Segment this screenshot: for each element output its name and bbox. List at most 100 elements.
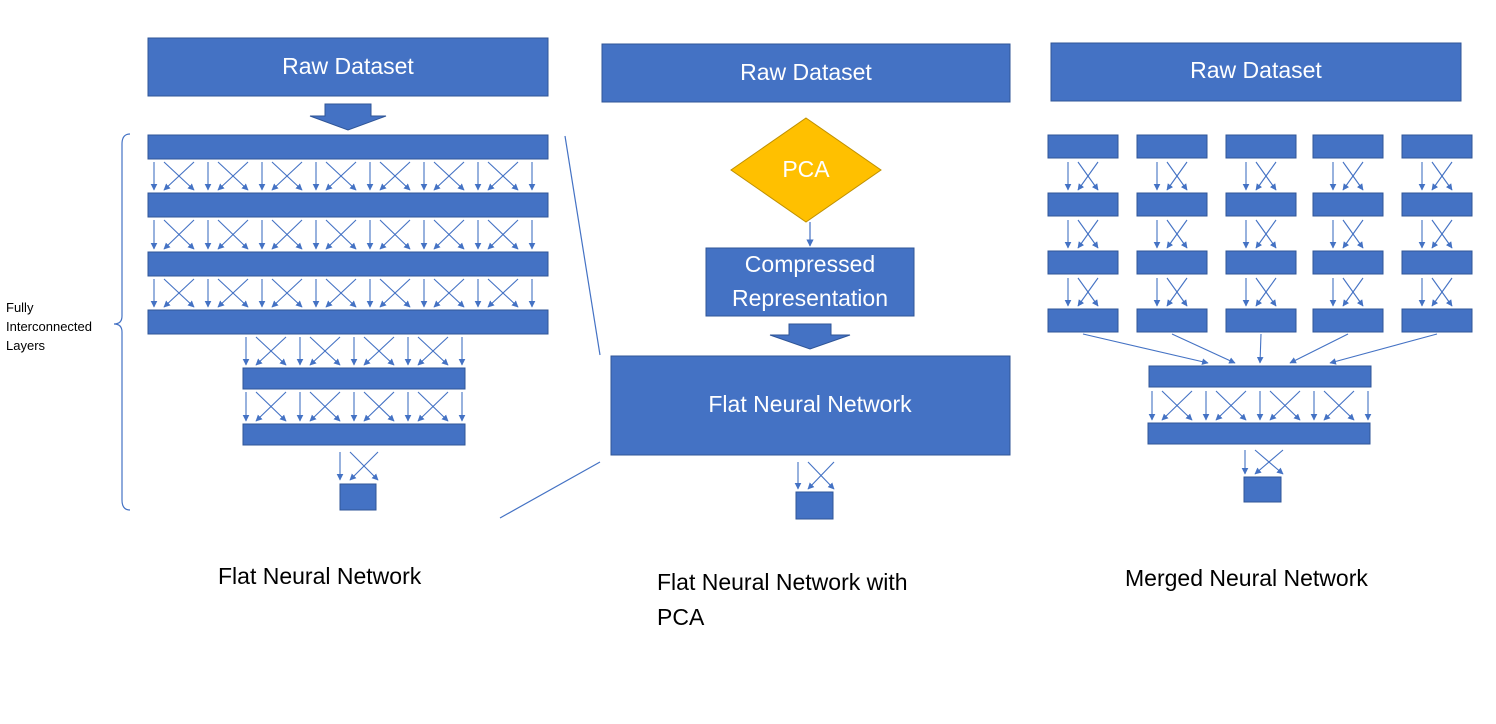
caption-pca-line-2: PCA (657, 604, 705, 630)
connection-arrow (349, 451, 379, 481)
connection-arrow (433, 161, 465, 191)
branch-layer (1047, 192, 1119, 217)
connection-arrow (309, 336, 341, 366)
connection-arrow (1342, 161, 1364, 191)
connection-arrow (807, 461, 835, 490)
pca-label: PCA (782, 156, 830, 182)
connection-arrow (1077, 161, 1099, 191)
branch-layer (1225, 192, 1297, 217)
branch-layer (1312, 308, 1384, 333)
connection-arrow (271, 161, 303, 191)
branch-layer (1047, 308, 1119, 333)
connection-arrow (255, 336, 287, 366)
connection-arrow (271, 278, 303, 308)
merged-network-layers (1047, 134, 1473, 503)
wide-layer (147, 192, 549, 218)
zoom-line-top (564, 135, 601, 356)
connection-arrow (363, 336, 395, 366)
connection-arrow (1342, 277, 1364, 307)
fully-connected-bracket (113, 133, 131, 511)
connection-arrow (1431, 277, 1453, 307)
output-node (1243, 476, 1282, 503)
connection-arrow (1431, 161, 1453, 191)
branch-layer (1312, 250, 1384, 275)
connection-arrow (417, 391, 449, 422)
raw-dataset-label: Raw Dataset (740, 59, 872, 85)
wide-layer (147, 134, 549, 160)
panel-merged-network: Raw Dataset Merged Neural Network (1047, 42, 1473, 591)
connection-arrow (325, 219, 357, 250)
compressed-label-line-2: Representation (732, 285, 888, 311)
connection-arrow (1215, 390, 1247, 421)
raw-dataset-label: Raw Dataset (282, 53, 414, 79)
connection-arrow (1342, 219, 1364, 249)
flat-neural-network-label: Flat Neural Network (708, 391, 912, 417)
connection-arrow (379, 278, 411, 308)
compressed-label-line-1: Compressed (745, 251, 875, 277)
branch-layer (1225, 134, 1297, 159)
branch-layer (1401, 308, 1473, 333)
connection-arrow (1161, 390, 1193, 421)
connection-arrow (1166, 161, 1188, 191)
flat-neural-network-box (610, 355, 1011, 456)
connection-arrow (417, 336, 449, 366)
down-block-arrow (309, 103, 387, 131)
connection-arrow (163, 219, 195, 250)
connection-arrow (379, 161, 411, 191)
side-label-line-2: Interconnected (6, 319, 92, 334)
caption-pca-line-1: Flat Neural Network with (657, 569, 908, 595)
wide-layer (147, 251, 549, 277)
merged-layer (1147, 422, 1371, 445)
branch-layer (1312, 192, 1384, 217)
connection-arrow (1254, 449, 1284, 475)
connection-arrow (1255, 161, 1277, 191)
raw-dataset-label: Raw Dataset (1190, 57, 1322, 83)
flat-network-layers (147, 134, 549, 511)
merged-layer (1148, 365, 1372, 388)
connection-arrow (1171, 333, 1236, 364)
connection-arrow (433, 278, 465, 308)
down-block-arrow (769, 323, 851, 350)
wide-layer (147, 309, 549, 335)
connection-arrow (309, 391, 341, 422)
branch-layer (1136, 134, 1208, 159)
connection-arrow (1166, 219, 1188, 249)
connection-arrow (1255, 219, 1277, 249)
narrow-layer (242, 423, 466, 446)
branch-layer (1136, 250, 1208, 275)
connection-arrow (487, 278, 519, 308)
connection-arrow (325, 278, 357, 308)
connection-arrow (163, 161, 195, 191)
panel-pca-network: Raw Dataset PCA Compressed Representatio… (601, 43, 1011, 630)
branch-layer (1047, 134, 1119, 159)
branch-layer (1225, 308, 1297, 333)
branch-layer (1225, 250, 1297, 275)
raw-dataset-box (601, 43, 1011, 103)
connection-arrow (1329, 333, 1438, 365)
connection-arrow (217, 278, 249, 308)
side-label-line-1: Fully (6, 300, 34, 315)
connection-arrow (163, 278, 195, 308)
connection-arrow (1077, 277, 1099, 307)
connection-arrow (487, 219, 519, 250)
raw-dataset-box (1050, 42, 1462, 102)
panel-flat-network: Raw Dataset Fully Interconnected Layers … (6, 37, 549, 589)
branch-layer (1136, 308, 1208, 333)
compressed-representation-box (705, 247, 915, 317)
branch-layer (1401, 134, 1473, 159)
connection-arrow (1256, 333, 1264, 364)
connection-arrow (271, 219, 303, 250)
connection-arrow (379, 219, 411, 250)
branch-layer (1401, 250, 1473, 275)
connection-arrow (1255, 277, 1277, 307)
pca-decision-diamond (730, 117, 882, 223)
connection-arrow (487, 161, 519, 191)
branch-layer (1047, 250, 1119, 275)
connection-arrow (255, 391, 287, 422)
branch-layer (1312, 134, 1384, 159)
connection-arrow (1289, 333, 1349, 364)
narrow-layer (242, 367, 466, 390)
connection-arrow (433, 219, 465, 250)
raw-dataset-box (147, 37, 549, 97)
